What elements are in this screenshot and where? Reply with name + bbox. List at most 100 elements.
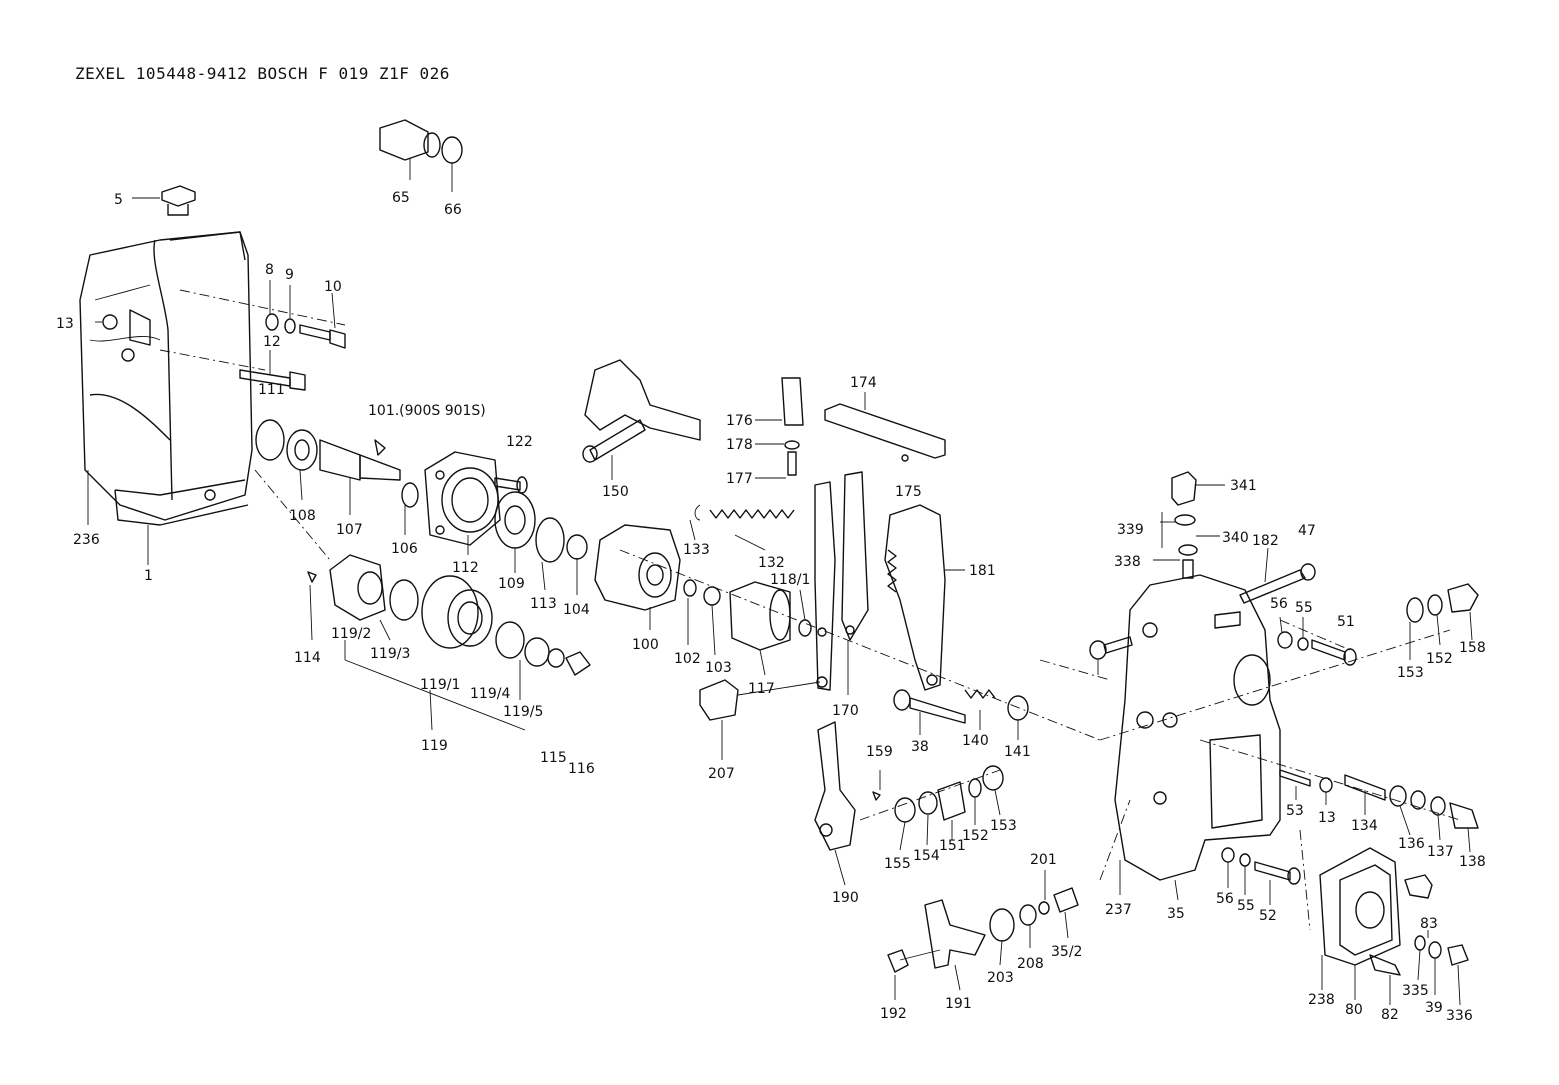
lever-191 xyxy=(887,887,1079,973)
callout-55-top: 55 xyxy=(1295,600,1313,616)
callout-336: 336 xyxy=(1446,1008,1473,1024)
callout-66: 66 xyxy=(444,202,462,218)
callout-170: 170 xyxy=(832,703,859,719)
callout-100: 100 xyxy=(632,637,659,653)
callout-1: 1 xyxy=(144,568,153,584)
pump-housing-left xyxy=(79,231,253,526)
callout-151: 151 xyxy=(939,838,966,854)
callout-140: 140 xyxy=(962,733,989,749)
sleeve-65 xyxy=(379,119,463,192)
callout-159: 159 xyxy=(866,744,893,760)
bolt-38 xyxy=(893,689,966,724)
callout-39: 39 xyxy=(1425,1000,1443,1016)
callout-338: 338 xyxy=(1114,554,1141,570)
washer-set-151-155 xyxy=(872,765,1004,823)
callout-182: 182 xyxy=(1252,533,1279,549)
callout-191: 191 xyxy=(945,996,972,1012)
plug-set-152-153-158 xyxy=(1406,583,1479,623)
callout-177: 177 xyxy=(726,471,753,487)
callout-137: 137 xyxy=(1427,844,1454,860)
callout-80: 80 xyxy=(1345,1002,1363,1018)
callout-101: 101.(900S 901S) xyxy=(368,403,486,419)
bearing-109 xyxy=(494,491,536,549)
rings-113-104 xyxy=(535,517,588,563)
callout-117: 117 xyxy=(748,681,775,697)
pin-182 xyxy=(1239,563,1316,604)
callout-118-1: 118/1 xyxy=(770,572,810,588)
callout-339: 339 xyxy=(1117,522,1144,538)
bolt-assembly-8-12 xyxy=(239,280,346,391)
lever-181 xyxy=(884,504,946,691)
bolt-47 xyxy=(1089,636,1133,660)
callout-201: 201 xyxy=(1030,852,1057,868)
callout-153-mid: 153 xyxy=(990,818,1017,834)
callout-238: 238 xyxy=(1308,992,1335,1008)
callout-174: 174 xyxy=(850,375,877,391)
callout-13-right: 13 xyxy=(1318,810,1336,826)
callout-108: 108 xyxy=(289,508,316,524)
callout-152-right: 152 xyxy=(1426,651,1453,667)
callout-175: 175 xyxy=(895,484,922,500)
callout-112: 112 xyxy=(452,560,479,576)
callout-155: 155 xyxy=(884,856,911,872)
callout-119-2: 119/2 xyxy=(331,626,371,642)
callout-138: 138 xyxy=(1459,854,1486,870)
callout-10: 10 xyxy=(324,279,342,295)
callout-13: 13 xyxy=(56,316,74,332)
callout-82: 82 xyxy=(1381,1007,1399,1023)
cover-80 xyxy=(1319,847,1469,976)
spring-140 xyxy=(964,689,1029,721)
bolt-52-55-56 xyxy=(1221,847,1301,885)
callout-114: 114 xyxy=(294,650,321,666)
callout-55-bottom: 55 xyxy=(1237,898,1255,914)
callout-133: 133 xyxy=(683,542,710,558)
callout-65: 65 xyxy=(392,190,410,206)
callout-158: 158 xyxy=(1459,640,1486,656)
callout-119-3: 119/3 xyxy=(370,646,410,662)
callout-56-top: 56 xyxy=(1270,596,1288,612)
callout-119-4: 119/4 xyxy=(470,686,510,702)
callout-51: 51 xyxy=(1337,614,1355,630)
callout-119: 119 xyxy=(421,738,448,754)
assembly-axis-lines xyxy=(159,289,1461,931)
callout-236: 236 xyxy=(73,532,100,548)
callout-35: 35 xyxy=(1167,906,1185,922)
callout-52: 52 xyxy=(1259,908,1277,924)
governor-block-100 xyxy=(594,524,721,611)
callout-192: 192 xyxy=(880,1006,907,1022)
callout-115: 115 xyxy=(540,750,567,766)
callout-181: 181 xyxy=(969,563,996,579)
bolt-stack-338-341 xyxy=(1171,471,1225,579)
bolt-122 xyxy=(494,476,528,494)
sleeve-117 xyxy=(729,581,812,651)
screw-plug-5 xyxy=(132,185,196,216)
callout-9: 9 xyxy=(285,267,294,283)
flange-112 xyxy=(424,451,501,546)
callout-152-mid: 152 xyxy=(962,828,989,844)
callout-153-right: 153 xyxy=(1397,665,1424,681)
callout-150: 150 xyxy=(602,484,629,500)
callout-132: 132 xyxy=(758,555,785,571)
lever-shaft-150 xyxy=(582,359,701,463)
lever-190 xyxy=(814,721,856,851)
callout-8: 8 xyxy=(265,262,274,278)
bracket-176 xyxy=(755,377,804,479)
callout-83: 83 xyxy=(1420,916,1438,932)
callout-178: 178 xyxy=(726,437,753,453)
drive-shaft-group xyxy=(255,419,419,508)
callout-207: 207 xyxy=(708,766,735,782)
callout-203: 203 xyxy=(987,970,1014,986)
callout-111: 111 xyxy=(258,382,285,398)
callout-104: 104 xyxy=(563,602,590,618)
callout-47-top: 47 xyxy=(1298,523,1316,539)
screw-set-134-138 xyxy=(1344,774,1479,829)
callout-107: 107 xyxy=(336,522,363,538)
callout-102: 102 xyxy=(674,651,701,667)
callout-122: 122 xyxy=(506,434,533,450)
callout-116: 116 xyxy=(568,761,595,777)
callout-109: 109 xyxy=(498,576,525,592)
lever-assembly-170 xyxy=(814,471,869,691)
callout-53: 53 xyxy=(1286,803,1304,819)
callout-119-1: 119/1 xyxy=(420,677,460,693)
link-bar-174 xyxy=(824,392,946,462)
